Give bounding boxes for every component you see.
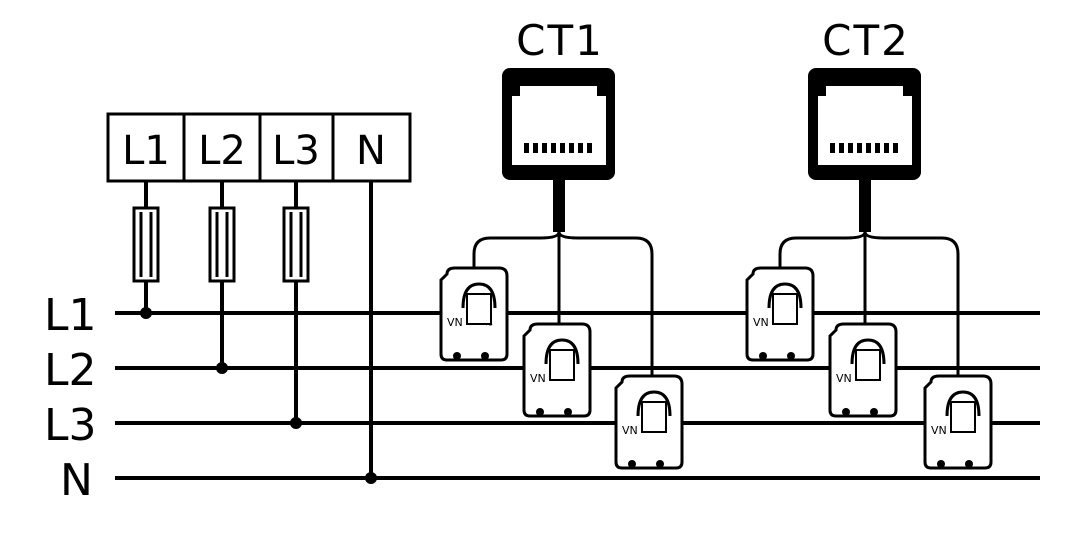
junction-dot [216, 362, 228, 374]
current-clamp-icon: VN [923, 374, 993, 470]
bus-label-l2: L2 [44, 345, 97, 396]
junction-dot [365, 472, 377, 484]
terminal-block: L1 L2 L3 N [106, 112, 412, 183]
terminal-label-n: N [356, 128, 386, 174]
terminal-label-l1: L1 [122, 128, 170, 174]
svg-text:VN: VN [931, 424, 947, 437]
junction-dot [140, 307, 152, 319]
svg-text:VN: VN [622, 424, 638, 437]
fuse-icon [208, 206, 236, 283]
current-clamp-icon: VN [828, 322, 898, 418]
rj45-port-icon [808, 68, 921, 180]
terminal-label-l3: L3 [272, 128, 320, 174]
ct2-title: CT2 [822, 16, 910, 65]
bus-label-n: N [60, 455, 93, 506]
ct1-cable [553, 180, 565, 232]
fuse-icon [282, 206, 310, 283]
svg-text:VN: VN [753, 316, 769, 329]
rj45-port-icon [502, 68, 615, 180]
svg-text:VN: VN [836, 372, 852, 385]
bus-label-l1: L1 [44, 290, 97, 341]
current-clamp-icon: VN [745, 266, 815, 362]
ct-group-1: CT1 VN ~ [439, 16, 684, 470]
ct-group-2: CT2 VN [745, 16, 993, 470]
junction-dot [290, 417, 302, 429]
svg-text:~: ~ [485, 320, 493, 331]
ct1-title: CT1 [516, 16, 604, 65]
ct2-cable [859, 180, 871, 232]
fuse-icon [132, 206, 160, 283]
current-clamp-icon: VN [614, 374, 684, 470]
terminal-label-l2: L2 [198, 128, 246, 174]
terminal-drops [132, 181, 377, 484]
current-clamp-icon: VN [522, 322, 592, 418]
current-clamp-icon: VN ~ [439, 266, 509, 362]
svg-text:VN: VN [530, 372, 546, 385]
bus-label-l3: L3 [44, 400, 97, 451]
svg-text:VN: VN [447, 316, 463, 329]
bus-labels: L1 L2 L3 N [44, 290, 97, 506]
